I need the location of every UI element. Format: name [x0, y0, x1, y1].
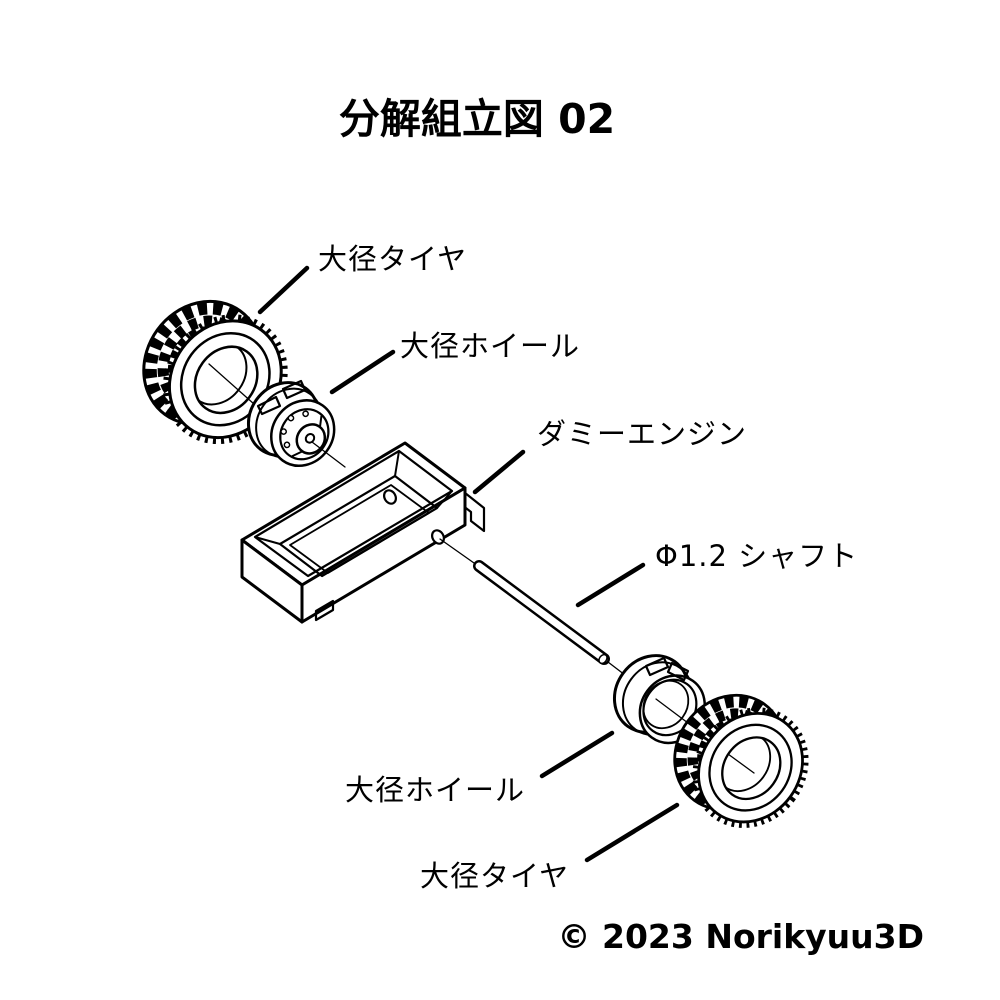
wheel-bottom-drawing — [612, 654, 707, 745]
leader-line-tire-bottom — [584, 802, 680, 863]
wheel-top-drawing — [246, 381, 336, 467]
shaft-hole — [382, 489, 398, 505]
axis-line — [208, 363, 255, 405]
label-tire-bottom: 大径タイヤ — [420, 859, 569, 893]
shaft-drawing — [473, 560, 610, 665]
wheel-lug — [666, 661, 690, 682]
label-shaft: Φ1.2 シャフト — [655, 539, 858, 573]
wheel-lug — [644, 656, 670, 677]
leader-line-wheel-top — [329, 349, 396, 395]
leader-line-wheel-bottom — [539, 730, 615, 779]
wheel-lug — [256, 395, 282, 416]
label-tire-top: 大径タイヤ — [318, 242, 467, 276]
wheel-lug — [281, 379, 307, 400]
page-title: 分解組立図 02 — [339, 95, 615, 143]
leader-line-tire-top — [257, 265, 310, 315]
copyright: © 2023 Norikyuu3D — [558, 917, 925, 956]
axis-line — [727, 753, 755, 774]
engine-drawing — [240, 441, 486, 624]
leader-line-engine — [472, 449, 526, 495]
axis-line — [439, 538, 475, 564]
label-wheel-top: 大径ホイール — [400, 329, 580, 363]
leader-line-shaft — [575, 562, 646, 608]
label-engine: ダミーエンジン — [537, 417, 747, 451]
label-wheel-bottom: 大径ホイール — [345, 773, 525, 807]
axis-line — [311, 441, 346, 468]
